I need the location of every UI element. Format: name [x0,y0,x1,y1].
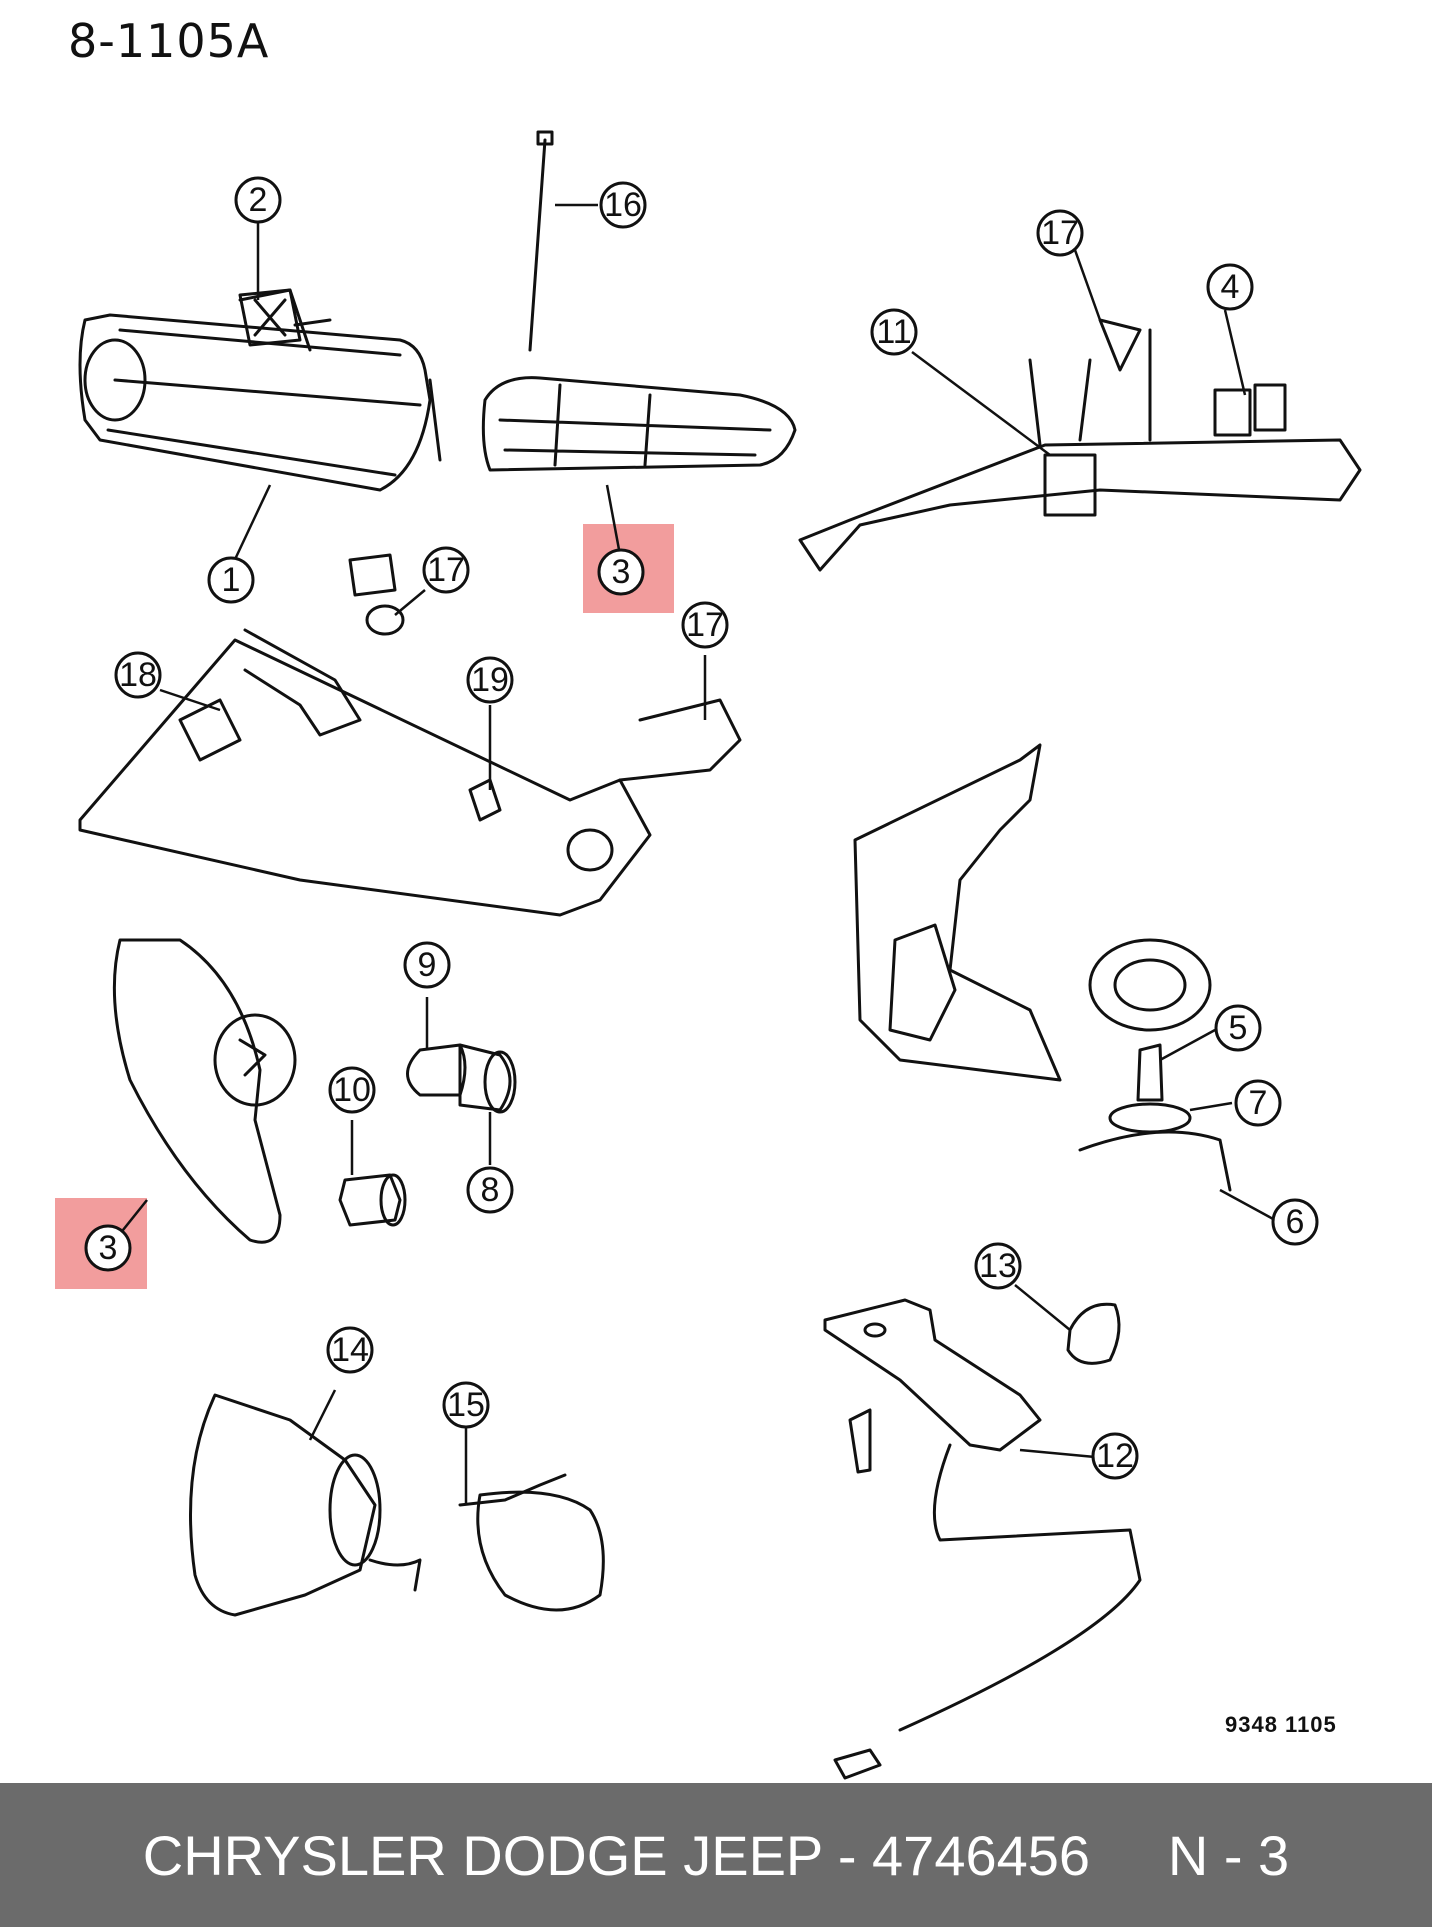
callout-3-upper: 3 [597,548,645,596]
headlamp-seal [1078,1130,1232,1192]
svg-text:7: 7 [1249,1084,1268,1122]
svg-text:18: 18 [119,656,157,694]
nut-upper [348,553,405,636]
bulb-socket [458,1043,517,1114]
fog-lamp [189,1393,422,1617]
callout-17-middle: 17 [422,546,470,594]
fog-lamp-socket [458,1473,605,1612]
svg-text:13: 13 [979,1247,1017,1285]
bulb [406,1043,467,1097]
mounting-panel [78,628,742,917]
callout-7: 7 [1234,1079,1282,1127]
callout-12: 12 [1091,1432,1139,1480]
callout-10: 10 [328,1066,376,1114]
side-marker-bulb [1066,1302,1121,1365]
svg-text:17: 17 [686,606,724,644]
callout-5: 5 [1214,1004,1262,1052]
callout-8: 8 [466,1166,514,1214]
headlamp-bracket [238,288,302,347]
svg-text:6: 6 [1286,1203,1305,1241]
svg-text:19: 19 [471,661,509,699]
svg-text:16: 16 [604,186,642,224]
long-bolt [528,130,554,352]
svg-text:4: 4 [1221,268,1240,306]
leader-lines [114,203,1276,1505]
svg-text:8: 8 [481,1171,500,1209]
wire-connector [833,1748,882,1780]
callout-17-right: 17 [681,601,729,649]
svg-text:9: 9 [418,946,437,984]
document-code: 8-1105A [68,14,270,68]
grommet [338,1173,407,1227]
svg-text:17: 17 [427,551,465,589]
svg-text:1: 1 [222,561,241,599]
callout-2: 2 [234,176,282,224]
headlamp-bulb-module [112,938,297,1244]
callout-1: 1 [207,556,255,604]
parts-diagram: 1 2 3 3 4 5 6 7 8 9 10 11 12 13 14 15 16… [55,130,1362,1780]
headlamp-assembly [78,288,442,492]
callout-6: 6 [1271,1198,1319,1246]
headlamp-housing [853,743,1212,1082]
callout-14: 14 [326,1326,374,1374]
callout-18: 18 [114,651,162,699]
drawing-code: 9348 1105 [1225,1712,1337,1737]
callout-11: 11 [870,308,918,356]
svg-text:10: 10 [333,1071,371,1109]
halogen-bulb [1136,1043,1164,1102]
callout-9: 9 [403,941,451,989]
svg-text:11: 11 [876,313,911,351]
footer-caption: CHRYSLER DODGE JEEP - 4746456 N - 3 [142,1823,1290,1887]
svg-text:14: 14 [331,1331,369,1369]
svg-text:3: 3 [99,1229,118,1267]
svg-text:2: 2 [249,181,268,219]
callout-17-top-right: 17 [1036,209,1084,257]
callout-13: 13 [974,1242,1022,1290]
callout-3-lower: 3 [84,1224,132,1272]
footer-bar: CHRYSLER DODGE JEEP - 4746456 N - 3 [0,1783,1432,1927]
callout-16: 16 [599,181,647,229]
callout-4: 4 [1206,263,1254,311]
callout-19: 19 [466,656,514,704]
svg-text:15: 15 [447,1386,485,1424]
svg-text:12: 12 [1096,1437,1134,1475]
svg-text:17: 17 [1041,214,1079,252]
callout-15: 15 [442,1381,490,1429]
retaining-ring [1108,1102,1192,1134]
fender-support-bracket [798,318,1362,572]
side-marker-bracket [823,1298,1142,1732]
svg-text:3: 3 [612,553,631,591]
side-marker-lens [481,376,797,472]
svg-text:5: 5 [1229,1009,1248,1047]
